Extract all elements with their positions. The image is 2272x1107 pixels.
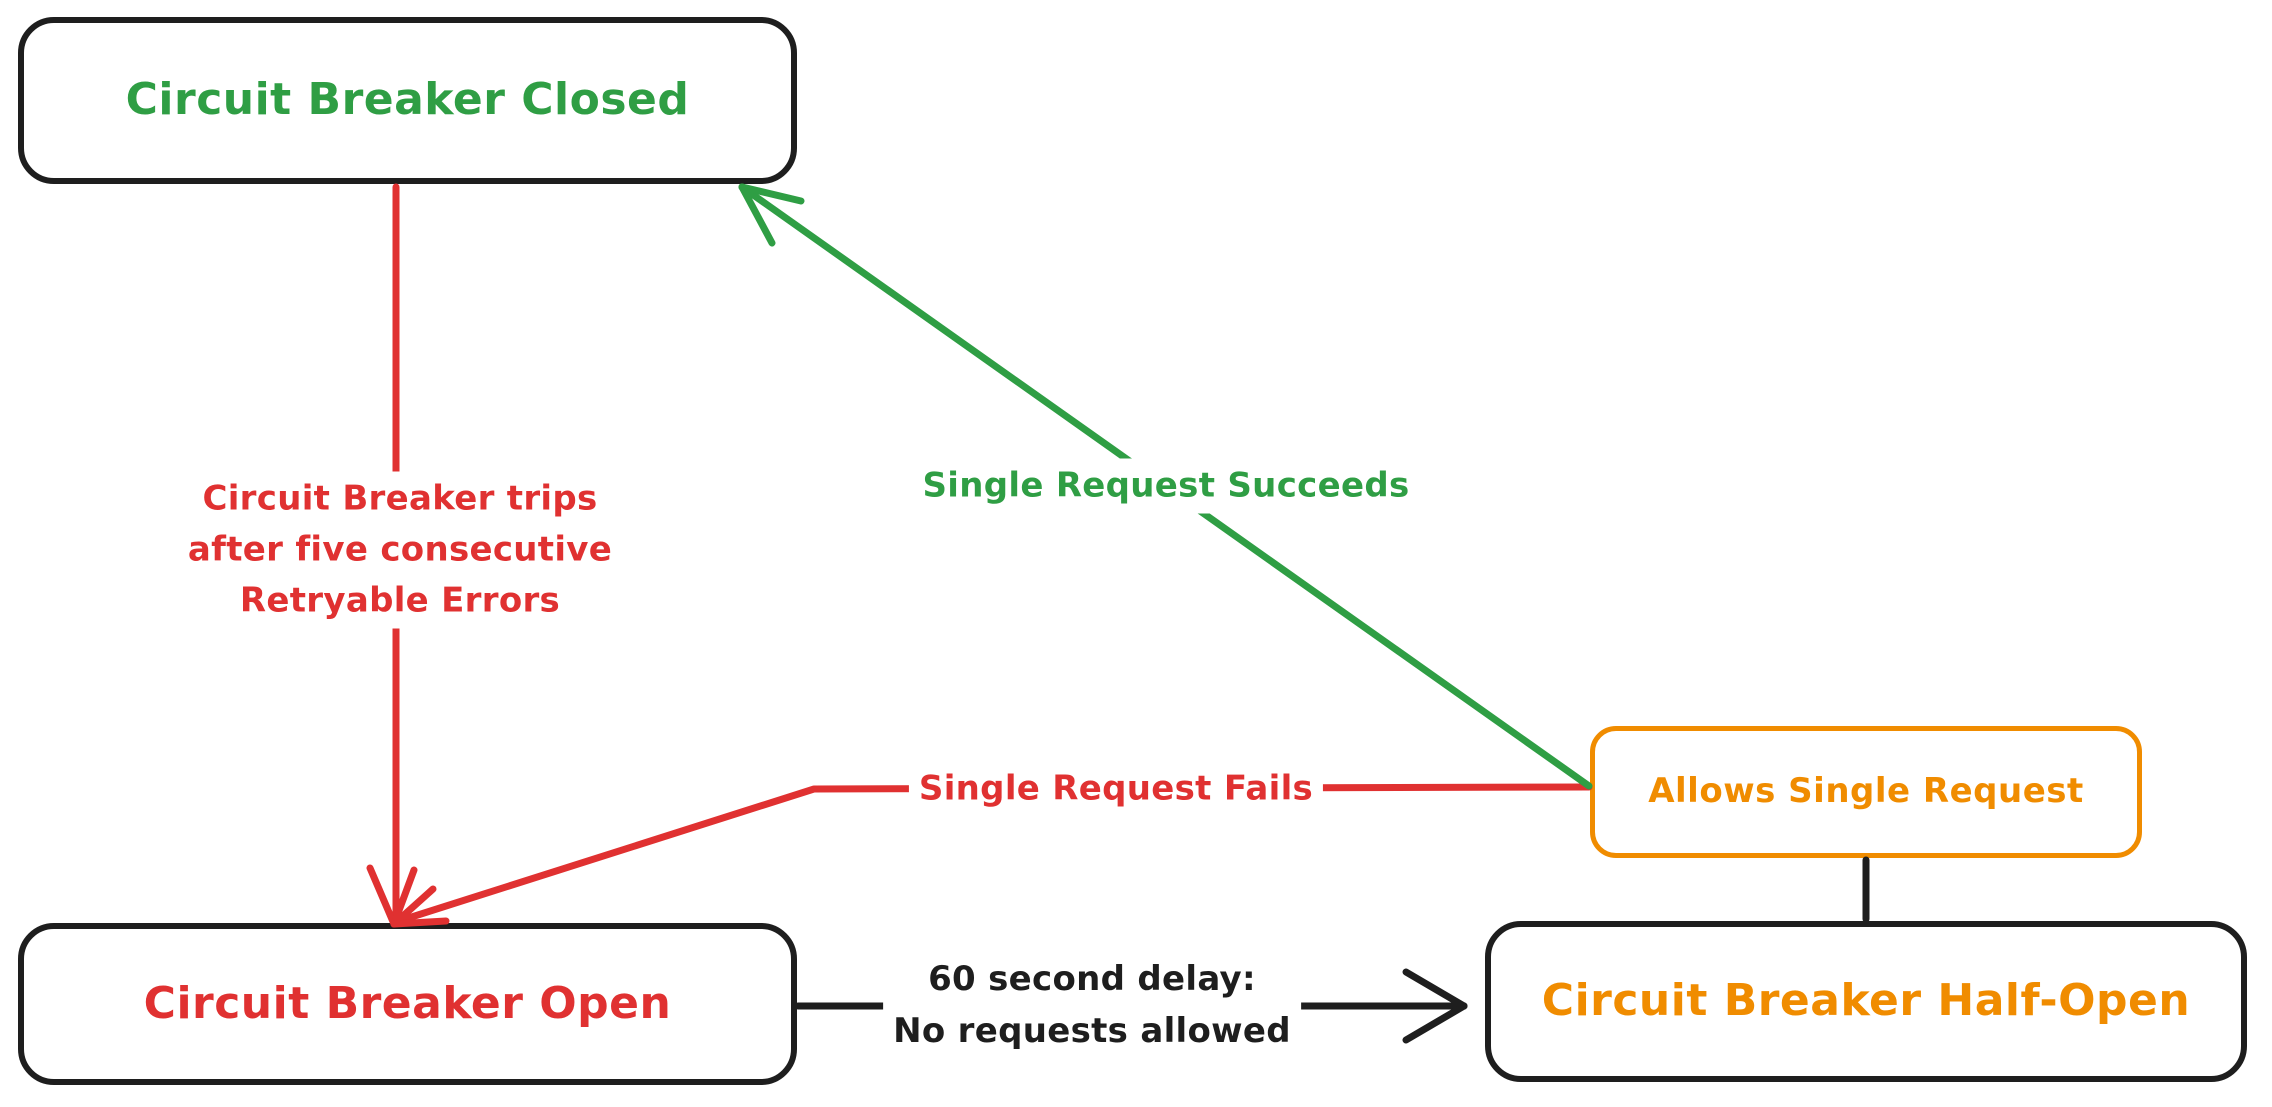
state-node-allows-single-request: Allows Single Request xyxy=(1590,726,2142,858)
edge-label-trip-line3: Retryable Errors xyxy=(239,580,561,621)
state-node-closed: Circuit Breaker Closed xyxy=(18,17,797,184)
edge-label-trip-line1: Circuit Breaker trips xyxy=(202,478,598,519)
delay-arrowhead-prong xyxy=(1402,1002,1468,1044)
state-node-open-label: Circuit Breaker Open xyxy=(143,977,672,1029)
edge-label-fail: Single Request Fails xyxy=(908,761,1324,817)
edge-label-delay-line2: No requests allowed xyxy=(893,1011,1291,1051)
state-node-open: Circuit Breaker Open xyxy=(18,923,797,1085)
state-node-half-open: Circuit Breaker Half-Open xyxy=(1485,921,2247,1082)
state-node-closed-label: Circuit Breaker Closed xyxy=(125,74,690,126)
trip-arrowhead-prong xyxy=(390,866,418,928)
edge-label-trip: Circuit Breaker trips after five consecu… xyxy=(177,471,623,629)
fail-arrowhead-prong xyxy=(390,885,437,928)
edge-label-delay-line1: 60 second delay: xyxy=(928,959,1256,999)
edge-label-trip-line2: after five consecutive xyxy=(187,529,613,570)
succeed-arrowhead-prong xyxy=(738,183,805,205)
trip-arrowhead-prong xyxy=(366,864,398,928)
state-node-allows-label: Allows Single Request xyxy=(1648,771,2084,812)
state-node-half-open-label: Circuit Breaker Half-Open xyxy=(1541,975,2191,1027)
edge-label-delay: 60 second delay: No requests allowed xyxy=(883,951,1301,1059)
edge-label-succeed: Single Request Succeeds xyxy=(912,458,1420,514)
delay-arrowhead-prong xyxy=(1402,968,1468,1010)
succeed-arrowhead-prong xyxy=(738,183,776,247)
